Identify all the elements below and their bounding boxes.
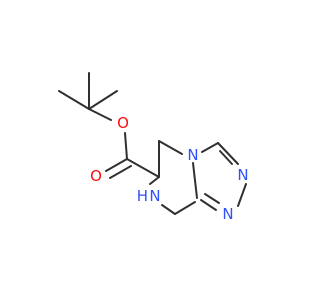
bond-c6-n7 xyxy=(149,176,160,185)
bond-c5-n4 xyxy=(158,140,183,155)
bond-carbonyl-to-c6 xyxy=(126,158,160,178)
bond-n2-n1 xyxy=(237,183,247,207)
bond-carbonyl-double-b xyxy=(109,165,132,179)
bridgehead-nitrogen-label: N xyxy=(187,146,198,164)
bond-c8a-n4 xyxy=(192,162,198,199)
nh-hydrogen-label: H xyxy=(137,187,148,205)
bond-tbu-to-ester-oxygen xyxy=(88,108,112,121)
bond-carbonyl-double-a xyxy=(105,158,128,172)
ring-nitrogen-a-label: N xyxy=(237,166,248,184)
bond-c3-n2 xyxy=(217,142,239,165)
bond-ester-oxygen-to-carbonyl xyxy=(124,132,128,160)
bond-tbu-methyl-right xyxy=(88,90,118,110)
bond-n1-c8a xyxy=(200,199,217,211)
bond-n7-c8 xyxy=(161,204,176,215)
bond-c8-c8a xyxy=(174,201,196,215)
nh-nitrogen-label: N xyxy=(149,187,160,205)
bond-n4-c3 xyxy=(201,142,219,153)
ester-oxygen-label: O xyxy=(117,114,129,132)
bond-n1-c8a-inner xyxy=(204,193,220,204)
structure-diagram: O O N H N N N xyxy=(58,72,249,223)
molecule-svg: O O N H N N N xyxy=(58,72,249,223)
bond-c3-n2-inner xyxy=(219,150,233,165)
carbonyl-oxygen-label: O xyxy=(90,167,102,185)
ring-nitrogen-b-label: N xyxy=(222,205,233,223)
bond-tbu-methyl-left xyxy=(58,90,90,110)
